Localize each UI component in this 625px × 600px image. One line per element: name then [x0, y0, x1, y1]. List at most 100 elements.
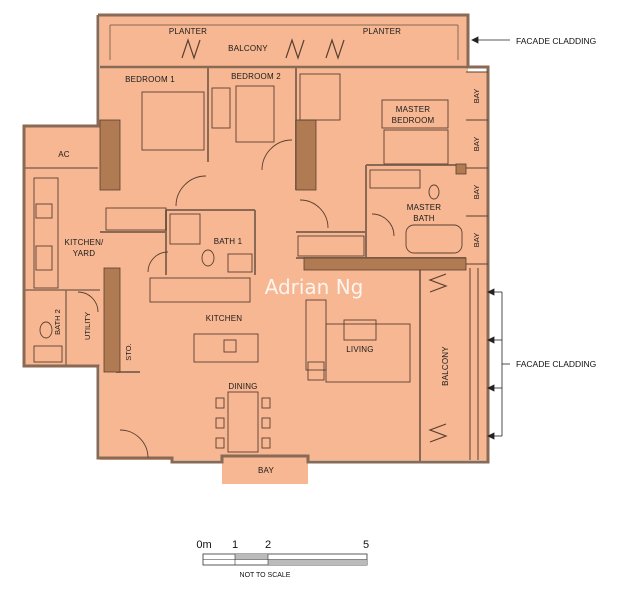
watermark: Adrian Ng	[265, 275, 364, 299]
scale-bar: 0m 1 2 5 NOT TO SCALE	[196, 539, 369, 579]
doors	[77, 139, 395, 459]
label-living: LIVING	[346, 345, 373, 354]
arrow-head	[471, 36, 479, 44]
label-master-bedroom-2: BEDROOM	[392, 116, 435, 125]
facade	[466, 71, 488, 460]
outer-wall	[22, 13, 490, 464]
balcony-top-floor	[100, 15, 468, 67]
arrow-head	[487, 288, 495, 296]
label-balcony-right: BALCONY	[441, 346, 450, 386]
column	[103, 267, 121, 373]
bed-bedroom1	[141, 91, 205, 151]
door-swing	[77, 291, 99, 313]
door-swing	[119, 429, 149, 459]
basin-bath2	[33, 345, 63, 363]
label-kitchen: KITCHEN	[206, 314, 243, 323]
door-swing	[261, 139, 293, 171]
wardrobe-bed1	[105, 207, 167, 231]
sink-yard	[35, 203, 53, 219]
basin-bath1	[227, 253, 253, 273]
tv-console	[305, 299, 327, 371]
door-swing	[147, 251, 169, 273]
label-master-bedroom-1: MASTER	[396, 105, 431, 114]
arrow-head	[487, 384, 495, 392]
column	[99, 119, 121, 191]
counter-yard	[33, 177, 59, 289]
cladding-arrows	[471, 36, 510, 440]
label-master-bath-2: BATH	[413, 214, 435, 223]
screen-zigzag	[428, 273, 448, 293]
label-planter-left: PLANTER	[169, 27, 207, 36]
label-bay-right-3: BAY	[472, 185, 481, 199]
column	[303, 257, 467, 271]
label-bay-right-4: BAY	[472, 233, 481, 247]
label-bath1: BATH 1	[214, 237, 243, 246]
chair	[215, 437, 225, 449]
label-master-bath-1: MASTER	[407, 203, 442, 212]
chair	[215, 417, 225, 429]
column	[455, 163, 467, 175]
label-facade-cladding-top: FACADE CLADDING	[516, 36, 596, 46]
screen-zigzag	[325, 38, 345, 60]
chair	[261, 437, 271, 449]
scale-tick-1: 1	[232, 539, 238, 551]
label-bay-bottom: BAY	[258, 466, 274, 475]
balcony-screens	[181, 38, 448, 443]
label-bay-right-1: BAY	[472, 89, 481, 103]
bay-bottom-floor	[222, 456, 308, 484]
vanity-master	[369, 169, 421, 189]
toilet-master	[428, 184, 440, 200]
label-planter-right: PLANTER	[363, 27, 401, 36]
columns	[99, 119, 467, 373]
stove-yard	[35, 245, 53, 271]
label-kitchen-yard-1: KITCHEN/	[65, 238, 105, 247]
label-bedroom2: BEDROOM 2	[231, 72, 281, 81]
chair	[261, 417, 271, 429]
scale-fill	[235, 554, 268, 560]
toilet-bath2	[39, 321, 53, 339]
dining-table	[227, 391, 259, 453]
arrow-head	[487, 336, 495, 344]
label-bedroom1: BEDROOM 1	[125, 75, 175, 84]
bed-master	[383, 129, 449, 165]
label-bath2: BATH 2	[53, 309, 62, 335]
screen-zigzag	[428, 423, 448, 443]
room-labels: PLANTER PLANTER BALCONY BEDROOM 1 BEDROO…	[53, 27, 481, 475]
scale-tick-2: 2	[265, 539, 271, 551]
label-utility: UTILITY	[83, 312, 92, 340]
walls	[22, 13, 490, 464]
label-bay-right-2: BAY	[472, 137, 481, 151]
kitchen-island	[193, 333, 259, 363]
door-swing	[299, 199, 329, 229]
bathtub-master	[405, 224, 463, 254]
chair	[261, 397, 271, 409]
label-kitchen-yard-2: YARD	[73, 249, 95, 258]
door-swing	[371, 213, 395, 237]
screen-zigzag	[285, 38, 305, 60]
coffee-table	[343, 319, 377, 341]
column	[295, 119, 317, 191]
island-sink	[223, 339, 237, 353]
screen-zigzag	[181, 38, 201, 60]
door-swing	[175, 175, 207, 207]
kitchen-counter	[149, 277, 251, 303]
bed-bedroom2	[235, 85, 275, 143]
chair	[215, 397, 225, 409]
bay-right-floor	[466, 72, 488, 268]
scale-note: NOT TO SCALE	[240, 572, 291, 579]
label-balcony-top: BALCONY	[228, 44, 268, 53]
arrow-head	[487, 432, 495, 440]
scale-fill	[268, 559, 367, 565]
label-dining: DINING	[228, 382, 257, 391]
label-facade-cladding-right: FACADE CLADDING	[516, 359, 596, 369]
master-furniture	[381, 99, 449, 129]
wardrobe-master	[297, 235, 365, 257]
scale-tick-0: 0m	[196, 539, 211, 551]
toilet-bath1	[201, 249, 215, 267]
balcony-right-floor	[420, 268, 488, 460]
shower-bath1	[169, 213, 201, 245]
wardrobe-bed2	[299, 73, 341, 121]
furniture	[33, 73, 463, 453]
label-ac: AC	[58, 150, 70, 159]
